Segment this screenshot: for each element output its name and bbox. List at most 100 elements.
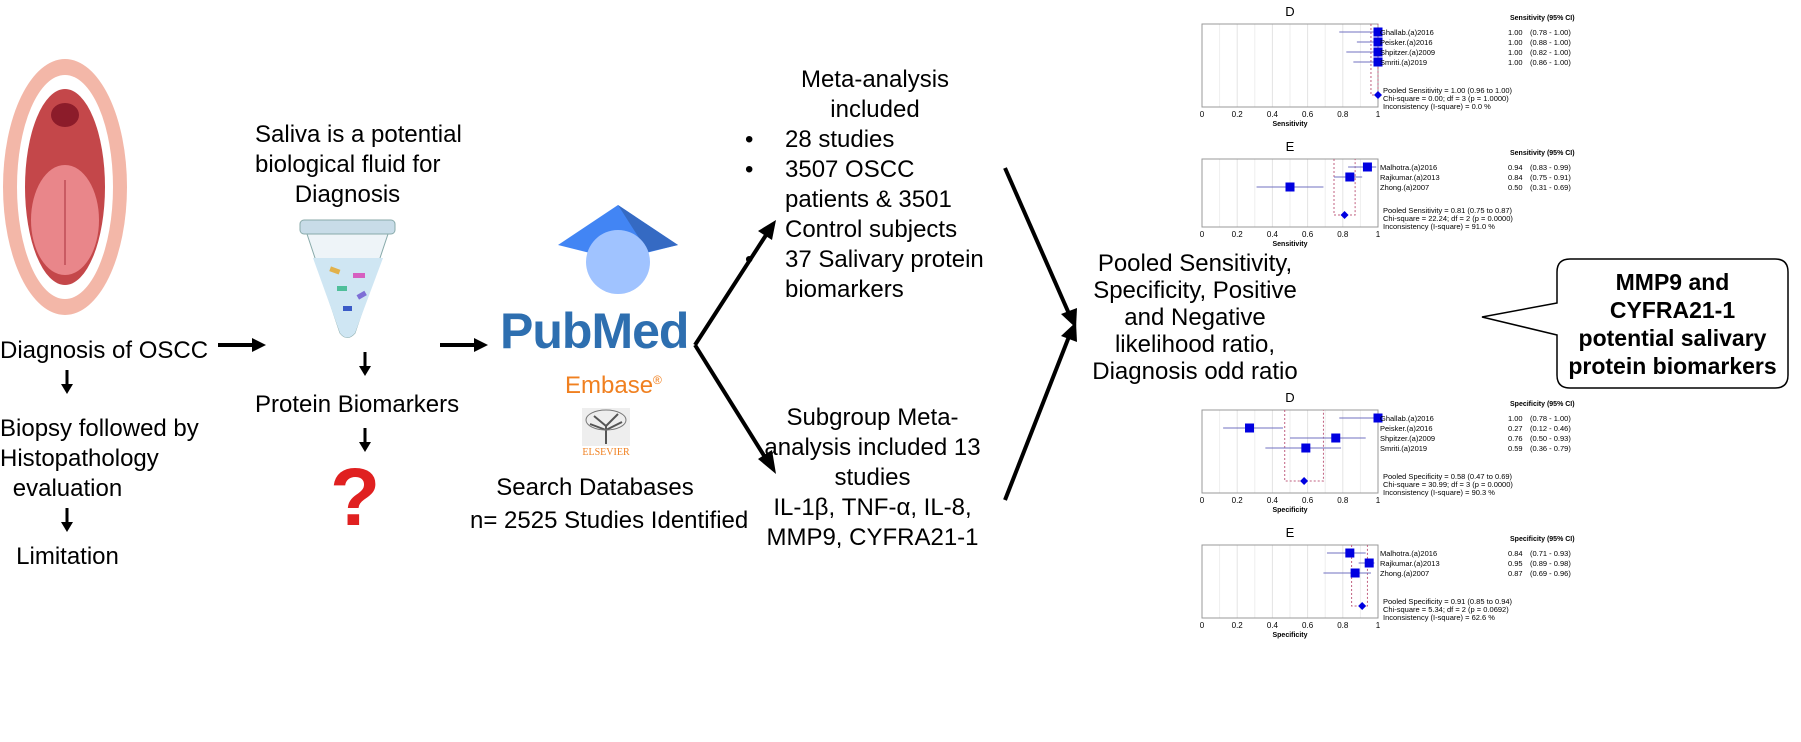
- arrow-right-icon: [218, 338, 266, 352]
- study-name: Malhotra.(a)2016: [1380, 163, 1437, 172]
- arrow-down-icon: [61, 370, 73, 394]
- tick-label: 0.2: [1232, 110, 1244, 119]
- study-estimate: 0.87: [1508, 569, 1523, 578]
- pooled-summary: Pooled Specificity = 0.58 (0.47 to 0.69): [1383, 472, 1513, 481]
- pooled-summary: Inconsistency (I-square) = 91.0 %: [1383, 222, 1495, 231]
- study-estimate: 0.76: [1508, 434, 1523, 443]
- study-estimate: 0.95: [1508, 559, 1523, 568]
- pooled-summary: Chi-square = 5.34; df = 2 (p = 0.0692): [1383, 605, 1509, 614]
- arrow-down-icon: [359, 352, 371, 376]
- tick-label: 1: [1376, 110, 1381, 119]
- study-estimate: 0.84: [1508, 173, 1523, 182]
- ci-header: Specificity (95% CI): [1510, 536, 1575, 543]
- tick-label: 0.2: [1232, 621, 1244, 630]
- elsevier-logo-text: ELSEVIER: [582, 447, 630, 458]
- study-ci: (0.88 - 1.00): [1530, 38, 1571, 47]
- study-marker: [1373, 57, 1383, 67]
- study-estimate: 1.00: [1508, 58, 1523, 67]
- embase-logo: Embase®: [565, 372, 662, 399]
- axis-label: Specificity: [1272, 632, 1307, 639]
- tick-label: 1: [1376, 621, 1381, 630]
- pooled-summary: Pooled Sensitivity = 1.00 (0.96 to 1.00): [1383, 86, 1513, 95]
- study-marker: [1345, 172, 1355, 182]
- study-marker: [1364, 558, 1374, 568]
- study-estimate: 1.00: [1508, 28, 1523, 37]
- study-estimate: 0.50: [1508, 183, 1523, 192]
- tick-label: 0.8: [1337, 621, 1349, 630]
- tick-label: 0: [1200, 621, 1205, 630]
- saliva-tube-icon: [299, 219, 396, 338]
- tick-label: 0: [1200, 230, 1205, 239]
- plot-title: E: [1286, 525, 1295, 540]
- study-ci: (0.69 - 0.96): [1530, 569, 1571, 578]
- plot-frame: [1201, 544, 1379, 619]
- plot-title: D: [1285, 390, 1294, 405]
- tick-label: 0.2: [1232, 496, 1244, 505]
- tick-label: 0.2: [1232, 230, 1244, 239]
- search-databases-label: Search Databases: [496, 474, 694, 501]
- tick-label: 0.8: [1337, 230, 1349, 239]
- study-name: Ghallab.(a)2016: [1380, 414, 1434, 423]
- tick-label: 0.4: [1267, 621, 1279, 630]
- question-mark-icon: ?: [329, 452, 381, 543]
- plot-frame: [1201, 158, 1379, 228]
- tick-label: 0: [1200, 496, 1205, 505]
- study-ci: (0.86 - 1.00): [1530, 58, 1571, 67]
- study-ci: (0.78 - 1.00): [1530, 414, 1571, 423]
- study-marker: [1350, 568, 1360, 578]
- arrow-down-right-icon: [758, 450, 776, 474]
- axis-label: Sensitivity: [1272, 121, 1307, 128]
- pooled-diamond: [1374, 91, 1382, 99]
- open-mouth-illustration: [3, 59, 127, 315]
- pooled-summary: Pooled Sensitivity = 0.81 (0.75 to 0.87): [1383, 206, 1513, 215]
- study-ci: (0.83 - 0.99): [1530, 163, 1571, 172]
- tick-label: 0.4: [1267, 496, 1279, 505]
- plot-title: D: [1285, 4, 1294, 19]
- tick-label: 0.6: [1302, 621, 1314, 630]
- pooled-diamond: [1358, 602, 1367, 610]
- pooled-diamond: [1300, 477, 1309, 485]
- tick-label: 0.6: [1302, 496, 1314, 505]
- tick-label: 0.6: [1302, 230, 1314, 239]
- study-name: Rajkumar.(a)2013: [1380, 173, 1440, 182]
- pooled-summary: Chi-square = 22.24; df = 2 (p = 0.0000): [1383, 214, 1513, 223]
- arrow-up-right-icon: [1061, 322, 1077, 342]
- pooled-diamond: [1340, 211, 1349, 219]
- study-marker: [1345, 548, 1355, 558]
- tick-label: 0.8: [1337, 496, 1349, 505]
- study-ci: (0.82 - 1.00): [1530, 48, 1571, 57]
- study-name: Smriti.(a)2019: [1380, 444, 1427, 453]
- study-name: Rajkumar.(a)2013: [1380, 559, 1440, 568]
- tick-label: 0: [1200, 110, 1205, 119]
- study-estimate: 1.00: [1508, 48, 1523, 57]
- study-name: Shpitzer.(a)2009: [1380, 434, 1435, 443]
- tick-label: 0.6: [1302, 110, 1314, 119]
- study-name: Malhotra.(a)2016: [1380, 549, 1437, 558]
- limitation-label: Limitation: [16, 543, 119, 570]
- study-estimate: 0.59: [1508, 444, 1523, 453]
- pooled-summary: Pooled Specificity = 0.91 (0.85 to 0.94): [1383, 597, 1513, 606]
- study-name: Shpitzer.(a)2009: [1380, 48, 1435, 57]
- study-marker: [1373, 37, 1383, 47]
- ci-header: Sensitivity (95% CI): [1510, 15, 1575, 22]
- tick-label: 1: [1376, 496, 1381, 505]
- arrow-down-icon: [61, 508, 73, 532]
- meta-analysis-bullets: 28 studies 3507 OSCC patients & 3501 Con…: [745, 125, 1005, 305]
- plot-frame: [1201, 409, 1379, 494]
- pooled-ci-lines: [1333, 159, 1356, 216]
- pubmed-logo: PubMed: [500, 303, 689, 359]
- ci-header: Sensitivity (95% CI): [1510, 150, 1575, 157]
- tick-label: 0.8: [1337, 110, 1349, 119]
- study-ci: (0.36 - 0.79): [1530, 444, 1571, 453]
- plot-title: E: [1286, 139, 1295, 154]
- study-marker: [1373, 27, 1383, 37]
- tick-label: 1: [1376, 230, 1381, 239]
